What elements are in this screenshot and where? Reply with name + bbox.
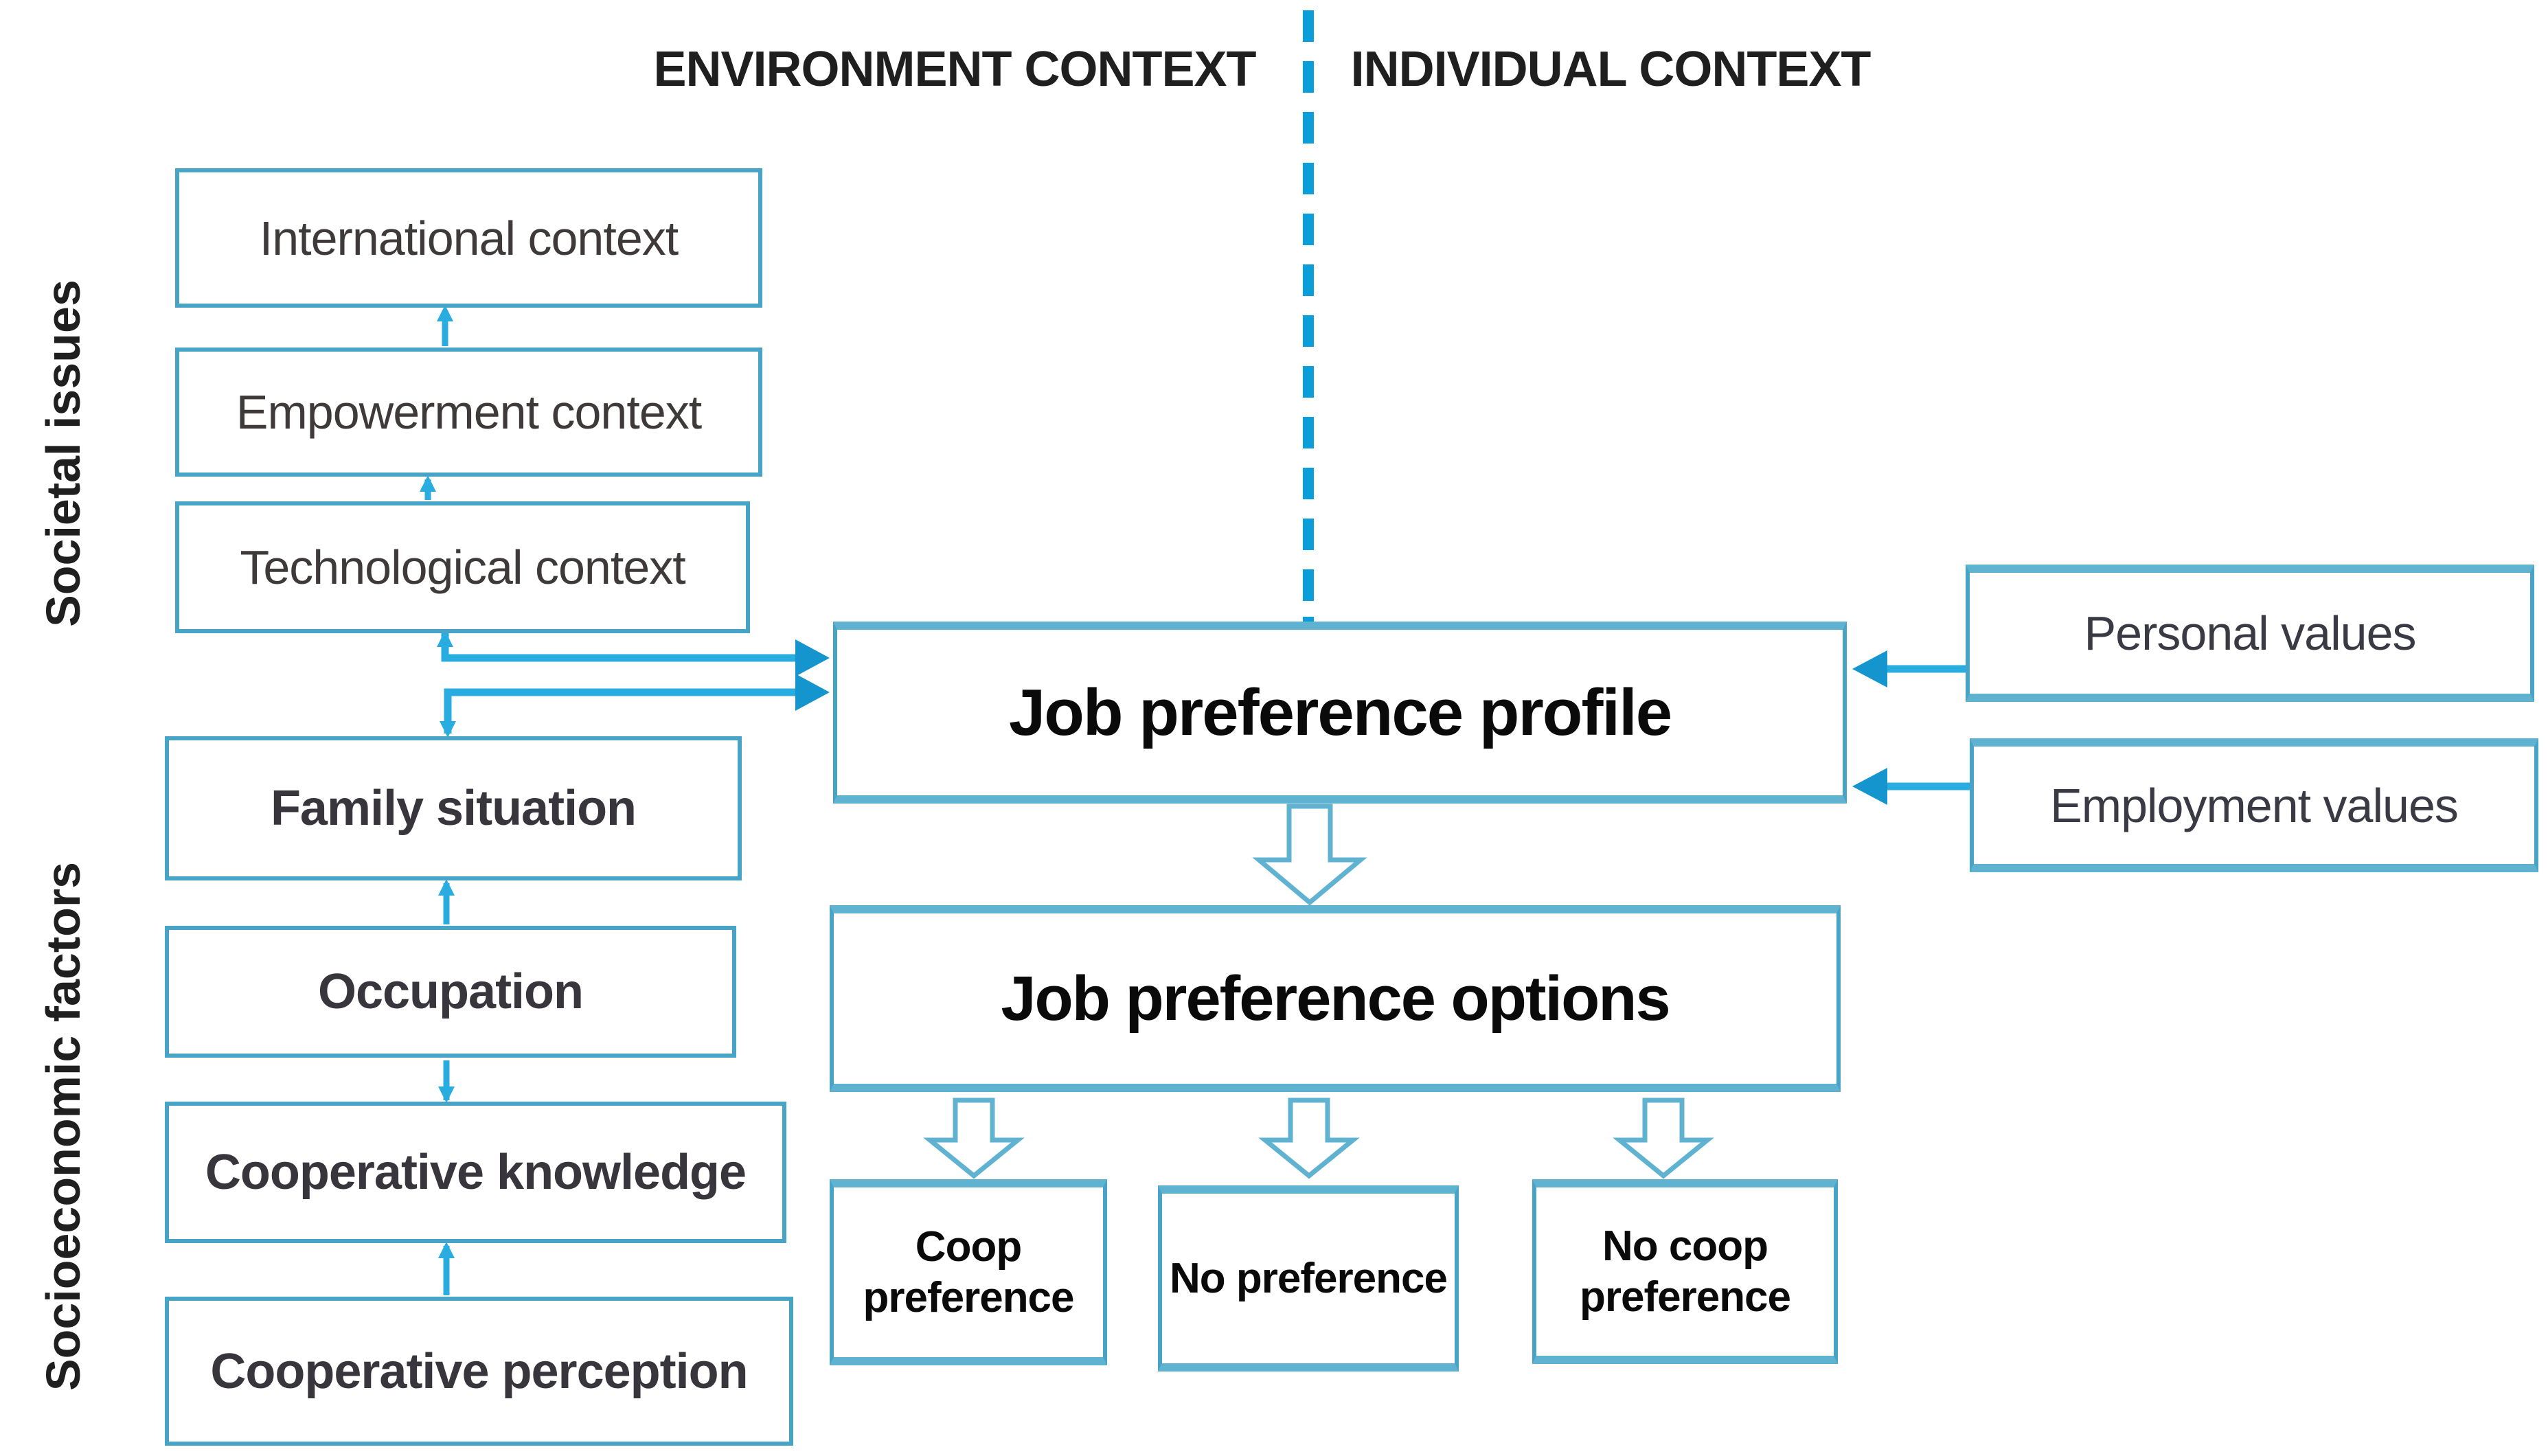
box-job-preference-profile: Job preference profile <box>833 622 1847 804</box>
block-arrow-to-coop-preference <box>923 1097 1025 1179</box>
arrowhead-left-icon <box>1852 650 1887 687</box>
connector-down-arrowhead-icon <box>440 721 456 738</box>
box-no-coop-preference: No coop preference <box>1532 1179 1838 1364</box>
box-no-preference: No preference <box>1158 1185 1459 1372</box>
arrow-family-to-profile <box>444 688 798 733</box>
box-family-situation: Family situation <box>165 736 742 880</box>
box-label: Cooperative perception <box>210 1343 748 1399</box>
box-label: Cooperative knowledge <box>205 1145 747 1200</box>
header-individual-context: INDIVIDUAL CONTEXT <box>1350 42 1872 97</box>
box-label: Empowerment context <box>236 385 702 439</box>
box-label: Family situation <box>270 781 637 836</box>
arrowhead-right-icon <box>795 674 830 711</box>
box-international-context: International context <box>175 168 762 308</box>
connector-up-arrowhead-icon <box>420 475 436 492</box>
box-label: Employment values <box>2050 778 2459 832</box>
box-label: International context <box>259 211 679 265</box>
box-job-preference-options: Job preference options <box>830 905 1841 1092</box>
box-employment-values: Employment values <box>1970 738 2538 872</box>
arrowhead-left-icon <box>1852 768 1887 805</box>
block-arrow-profile-to-options <box>1252 804 1367 906</box>
box-label: Occupation <box>317 964 584 1019</box>
arrowhead-right-icon <box>795 639 830 676</box>
box-technological-context: Technological context <box>175 501 750 633</box>
box-cooperative-knowledge: Cooperative knowledge <box>165 1102 786 1243</box>
box-label: Technological context <box>240 541 685 594</box>
box-label: Personal values <box>2084 606 2416 660</box>
box-cooperative-perception: Cooperative perception <box>165 1297 793 1446</box>
box-label: No preference <box>1170 1254 1448 1302</box>
box-personal-values: Personal values <box>1966 565 2534 702</box>
label-socioeconomic-factors: Socioeconomic factors <box>36 861 90 1391</box>
box-label: Coop preference <box>863 1223 1074 1321</box>
box-label: Job preference profile <box>1008 675 1672 749</box>
arrow-technological-to-profile <box>441 633 798 662</box>
label-societal-issues: Societal issues <box>36 280 90 627</box>
block-arrow-to-no-preference <box>1258 1097 1360 1179</box>
box-empowerment-context: Empowerment context <box>175 348 762 477</box>
box-occupation: Occupation <box>165 926 736 1058</box>
box-label: Job preference options <box>1001 963 1670 1034</box>
box-coop-preference: Coop preference <box>830 1179 1107 1365</box>
block-arrow-to-no-coop-preference <box>1613 1097 1714 1179</box>
box-label: No coop preference <box>1579 1222 1791 1321</box>
connector-up-arrowhead-icon <box>438 879 455 896</box>
header-environment-context: ENVIRONMENT CONTEXT <box>653 42 1256 97</box>
connector-up-arrowhead-icon <box>438 1242 455 1258</box>
connector-down-arrowhead-icon <box>438 1087 455 1103</box>
